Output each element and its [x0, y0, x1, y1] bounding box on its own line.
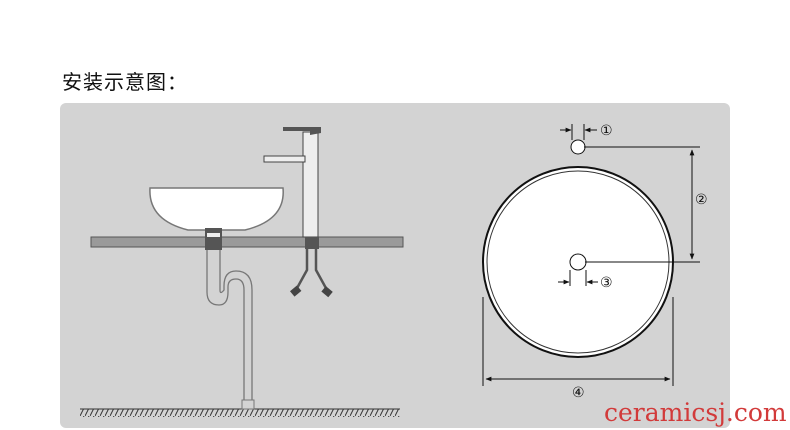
- dimension-label-2: ②: [695, 192, 708, 208]
- faucet-hole: [570, 139, 586, 155]
- dimension-label-4: ④: [572, 385, 585, 401]
- ground: [80, 408, 400, 417]
- drain-pipe: [206, 250, 253, 405]
- top-view: ① ② ③ ④: [482, 123, 708, 401]
- watermark: ceramicsj.com: [604, 398, 787, 427]
- side-view: [80, 127, 404, 417]
- countertop: [90, 236, 404, 248]
- dimension-label-3: ③: [600, 275, 613, 291]
- basin: [149, 187, 284, 231]
- drain-fitting: [205, 228, 222, 250]
- drain-hole: [569, 253, 587, 271]
- dimension-label-1: ①: [600, 123, 613, 139]
- diagram-title: 安装示意图：: [62, 70, 188, 94]
- faucet: [263, 127, 333, 298]
